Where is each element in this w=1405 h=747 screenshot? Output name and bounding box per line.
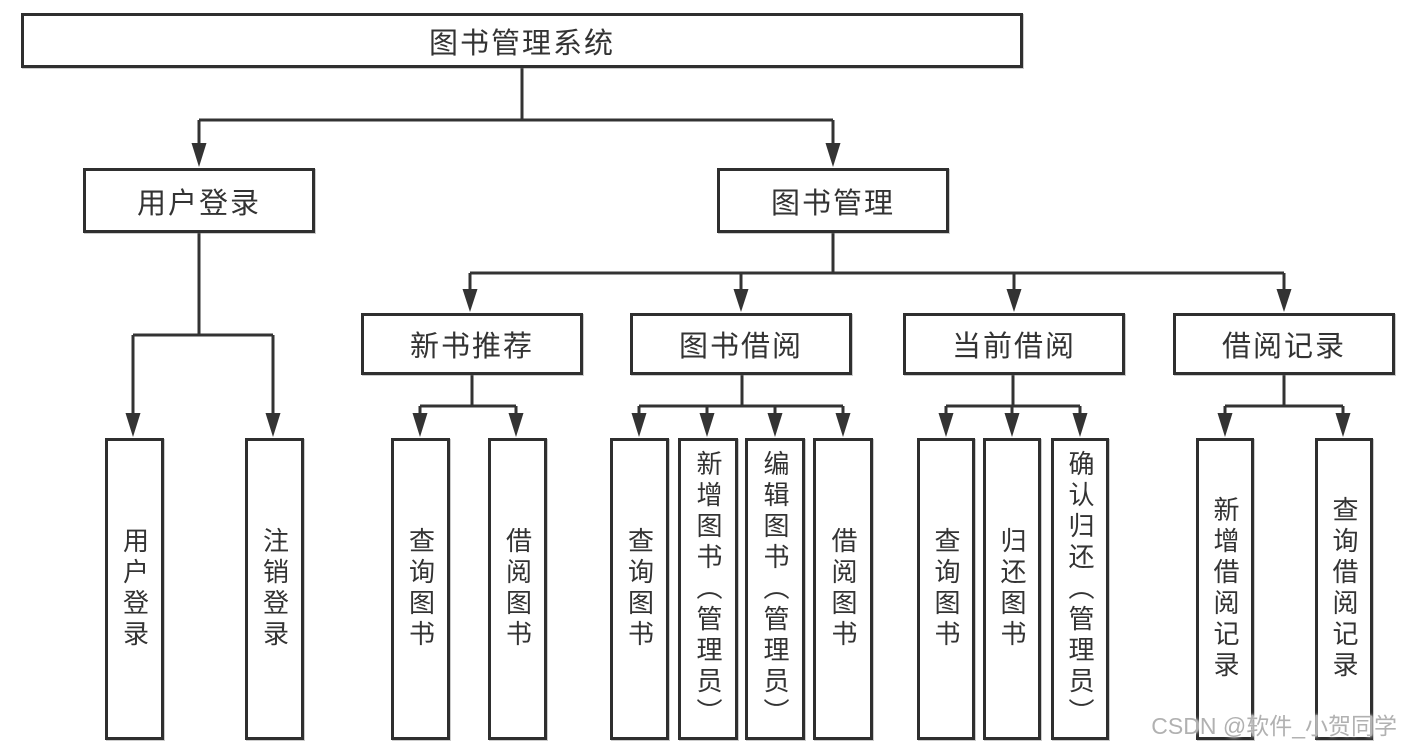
node-label: 借阅图书 [828, 527, 858, 651]
node-current-borrow: 当前借阅 [903, 313, 1125, 375]
leaf-query-books-recommend: 查询图书 [391, 438, 450, 740]
leaf-borrow-books-recommend: 借阅图书 [488, 438, 547, 740]
node-label: 编辑图书（管理员） [760, 449, 790, 729]
node-label: 图书借阅 [678, 331, 803, 363]
node-label: 查询借阅记录 [1329, 496, 1359, 682]
node-book-borrow: 图书借阅 [630, 313, 852, 375]
node-new-book-recommend: 新书推荐 [361, 313, 583, 375]
node-book-management: 图书管理 [717, 168, 949, 233]
node-label: 用户登录 [119, 527, 150, 651]
leaf-add-borrow-record: 新增借阅记录 [1196, 438, 1254, 740]
leaf-user-login: 用户登录 [105, 438, 164, 740]
leaf-borrow-books: 借阅图书 [813, 438, 873, 740]
node-label: 新书推荐 [409, 331, 534, 363]
node-label: 当前借阅 [951, 331, 1076, 363]
node-label: 新增借阅记录 [1210, 496, 1240, 682]
node-label: 借阅记录 [1221, 331, 1346, 363]
node-label: 注销登录 [259, 527, 290, 651]
node-label: 确认归还（管理员） [1065, 449, 1095, 729]
leaf-edit-books-admin: 编辑图书（管理员） [745, 438, 805, 740]
node-label: 新增图书（管理员） [693, 449, 723, 729]
leaf-query-books-current: 查询图书 [917, 438, 975, 740]
node-label: 图书管理系统 [428, 27, 615, 60]
node-label: 查询图书 [405, 527, 436, 651]
leaf-confirm-return-admin: 确认归还（管理员） [1051, 438, 1109, 740]
node-root-library-system: 图书管理系统 [21, 13, 1023, 68]
node-label: 图书管理 [770, 187, 895, 220]
leaf-query-books-borrow: 查询图书 [610, 438, 669, 740]
leaf-add-books-admin: 新增图书（管理员） [678, 438, 738, 740]
leaf-logout: 注销登录 [245, 438, 304, 740]
node-user-login: 用户登录 [83, 168, 315, 233]
leaf-query-borrow-record: 查询借阅记录 [1315, 438, 1373, 740]
csdn-watermark: CSDN @软件_小贺同学 [1151, 713, 1397, 739]
node-label: 查询图书 [624, 527, 655, 651]
leaf-return-books: 归还图书 [983, 438, 1041, 740]
node-label: 查询图书 [931, 527, 961, 651]
node-label: 借阅图书 [502, 527, 533, 651]
node-label: 用户登录 [136, 187, 261, 220]
node-borrow-records: 借阅记录 [1173, 313, 1395, 375]
node-label: 归还图书 [997, 527, 1027, 651]
